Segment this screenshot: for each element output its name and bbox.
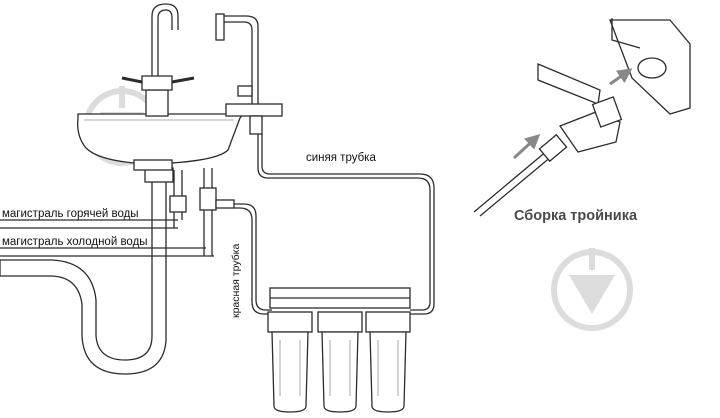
direction-arrows bbox=[512, 68, 633, 160]
watermark-icon-right bbox=[551, 248, 633, 331]
tee-assembly bbox=[473, 18, 691, 217]
tubes bbox=[234, 134, 435, 315]
filter-faucet bbox=[215, 13, 283, 135]
sink bbox=[77, 3, 243, 171]
tee-assembly-label: Сборка тройника bbox=[514, 208, 638, 224]
supply-pipes bbox=[0, 168, 235, 257]
filter-unit bbox=[267, 287, 411, 413]
drain-pipe bbox=[0, 167, 174, 375]
blue-tube-label: синяя трубка bbox=[306, 152, 376, 164]
cold-water-main-label: магистраль холодной воды bbox=[2, 236, 148, 248]
red-tube-label: красная трубка bbox=[230, 243, 242, 318]
hot-water-main-label: магистраль горячей воды bbox=[2, 208, 139, 220]
